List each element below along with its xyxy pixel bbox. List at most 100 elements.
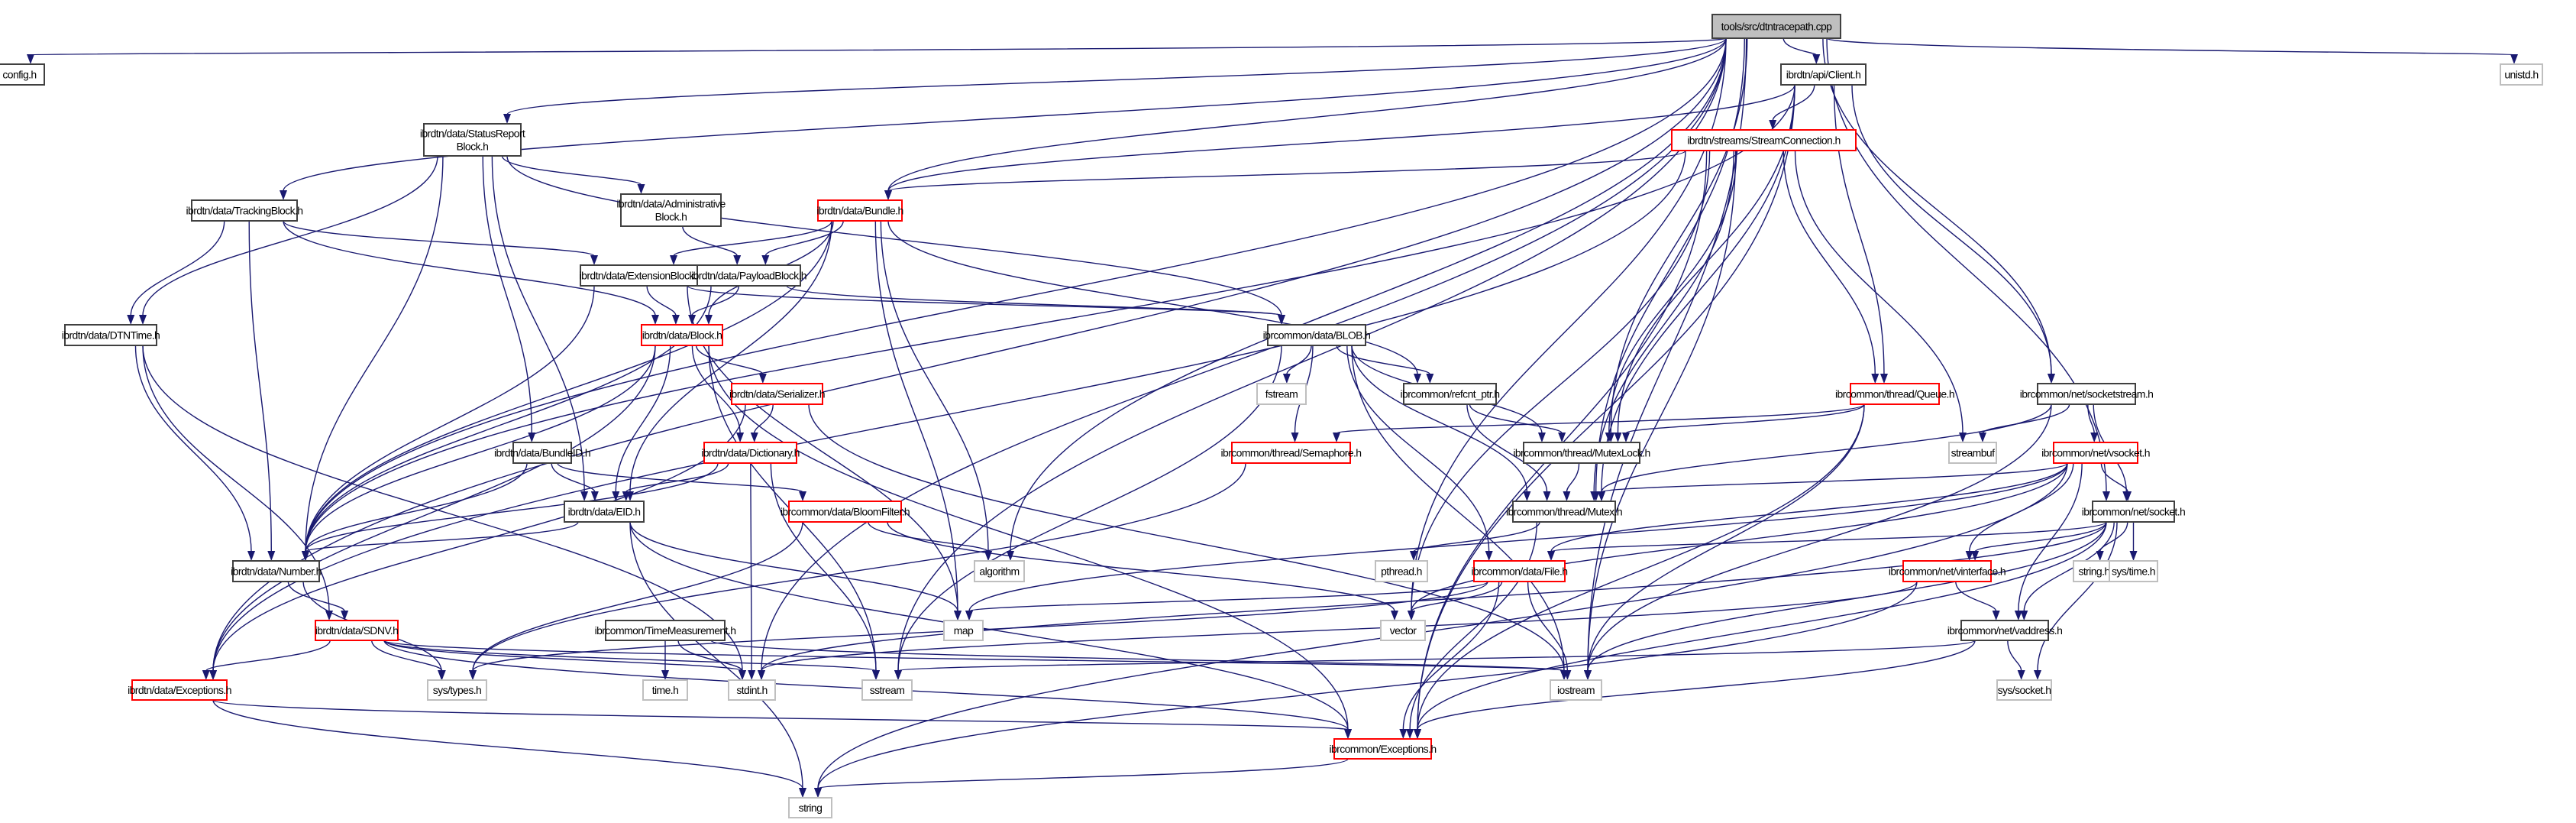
edge-file-to-commonexc bbox=[1402, 581, 1500, 731]
node-label: ibrcommon/thread/Queue.h bbox=[1835, 388, 1954, 400]
graph-node-client[interactable]: ibrdtn/api/Client.h bbox=[1780, 63, 1867, 86]
edge-timemeas-to-stdint bbox=[677, 640, 743, 672]
edge-client-to-bundle bbox=[887, 84, 1795, 192]
graph-node-extblock[interactable]: ibrdtn/data/ExtensionBlock.h bbox=[580, 264, 703, 287]
node-box bbox=[2092, 501, 2175, 523]
graph-node-dictionary[interactable]: ibrdtn/data/Dictionary.h bbox=[701, 442, 800, 464]
graph-node-number[interactable]: ibrdtn/data/Number.h bbox=[231, 560, 322, 582]
arrowhead-icon bbox=[1965, 551, 1973, 561]
edge-block-to-number bbox=[305, 345, 656, 552]
edge-bundleid-to-eid bbox=[551, 462, 596, 493]
graph-node-dtntime[interactable]: ibrdtn/data/DTNTime.h bbox=[62, 324, 160, 346]
node-box bbox=[1256, 383, 1307, 405]
graph-node-bundle[interactable]: ibrdtn/data/Bundle.h bbox=[816, 199, 903, 222]
graph-node-socketstream[interactable]: ibrcommon/net/socketstream.h bbox=[2020, 383, 2154, 405]
node-box bbox=[1550, 679, 1602, 701]
graph-node-sdnv[interactable]: ibrdtn/data/SDNV.h bbox=[315, 620, 399, 641]
graph-node-serializer[interactable]: ibrdtn/data/Serializer.h bbox=[729, 383, 826, 405]
graph-node-payload[interactable]: ibrdtn/data/PayloadBlock.h bbox=[691, 264, 807, 287]
arrowhead-icon bbox=[1622, 433, 1630, 442]
arrowhead-icon bbox=[661, 670, 669, 680]
edge-bundleid-to-number bbox=[305, 462, 528, 552]
graph-node-queue[interactable]: ibrcommon/thread/Queue.h bbox=[1835, 383, 1955, 405]
edge-streamconn-to-mutex bbox=[1593, 150, 1734, 493]
edge-vinterface-to-string bbox=[817, 581, 1918, 789]
edge-statusreport-to-number bbox=[305, 155, 444, 552]
edge-vsocket-to-map bbox=[968, 462, 2068, 612]
edge-tracking-to-number bbox=[248, 220, 272, 552]
node-label: sys/socket.h bbox=[1998, 684, 2051, 696]
edge-bloom-to-vector bbox=[887, 521, 1395, 612]
node-label: Block.h bbox=[457, 141, 489, 153]
edge-streamconn-to-queue bbox=[1783, 150, 1876, 375]
arrowhead-icon bbox=[704, 315, 713, 325]
node-label: unistd.h bbox=[2504, 69, 2538, 81]
graph-node-tracking[interactable]: ibrdtn/data/TrackingBlock.h bbox=[186, 199, 303, 222]
graph-node-semaphore[interactable]: ibrcommon/thread/Semaphore.h bbox=[1221, 442, 1362, 464]
edge-vsocket-to-vinterface bbox=[1968, 462, 2074, 552]
graph-node-sstream: sstream bbox=[861, 679, 913, 701]
graph-node-commonexc[interactable]: ibrcommon/Exceptions.h bbox=[1329, 738, 1437, 760]
graph-node-bloom[interactable]: ibrcommon/data/BloomFilter.h bbox=[781, 501, 910, 523]
node-box bbox=[943, 620, 984, 641]
graph-node-block[interactable]: ibrdtn/data/Block.h bbox=[641, 324, 723, 346]
edge-dataexc-to-commonexc bbox=[212, 699, 1349, 731]
arrowhead-icon bbox=[1291, 433, 1299, 442]
arrowhead-icon bbox=[2510, 54, 2518, 64]
graph-node-mutexlock[interactable]: ibrcommon/thread/MutexLock.h bbox=[1513, 442, 1650, 464]
arrowhead-icon bbox=[1605, 433, 1613, 442]
edge-root-to-dataexc bbox=[212, 37, 1727, 672]
edge-eid-to-number bbox=[305, 521, 579, 552]
graph-node-vaddress[interactable]: ibrcommon/net/vaddress.h bbox=[1947, 620, 2063, 641]
graph-node-file[interactable]: ibrcommon/data/File.h bbox=[1472, 560, 1568, 582]
graph-node-root[interactable]: tools/src/dtntracepath.cpp bbox=[1711, 14, 1841, 39]
graph-node-iostream: iostream bbox=[1550, 679, 1602, 701]
arrowhead-icon bbox=[202, 670, 210, 680]
node-box bbox=[642, 679, 688, 701]
arrowhead-icon bbox=[733, 255, 742, 265]
node-box bbox=[731, 383, 823, 405]
edge-eid-to-map bbox=[629, 521, 958, 612]
edge-blob-to-fstream bbox=[1286, 345, 1312, 375]
arrowhead-icon bbox=[954, 611, 962, 620]
node-box bbox=[697, 264, 801, 287]
graph-node-socket[interactable]: ibrcommon/net/socket.h bbox=[2082, 501, 2186, 523]
graph-node-blob[interactable]: ibrcommon/data/BLOB.h bbox=[1263, 324, 1371, 346]
edge-timemeas-to-iostream bbox=[710, 640, 1565, 672]
edge-mutexlock-to-mutex bbox=[1566, 462, 1580, 493]
graph-node-mutex[interactable]: ibrcommon/thread/Mutex.h bbox=[1506, 501, 1623, 523]
arrowhead-icon bbox=[139, 315, 147, 325]
graph-node-vinterface[interactable]: ibrcommon/net/vinterface.h bbox=[1889, 560, 2006, 582]
arrowhead-icon bbox=[1426, 374, 1434, 384]
node-label: time.h bbox=[652, 684, 679, 696]
graph-node-timemeas[interactable]: ibrcommon/TimeMeasurement.h bbox=[595, 620, 736, 641]
arrowhead-icon bbox=[1971, 551, 1980, 561]
graph-node-refcnt[interactable]: ibrcommon/refcnt_ptr.h bbox=[1401, 383, 1500, 405]
node-box bbox=[1948, 442, 1997, 464]
graph-node-pthread: pthread.h bbox=[1375, 560, 1428, 582]
edge-dictionary-to-number bbox=[305, 462, 719, 552]
edge-socket-to-vaddress bbox=[2023, 521, 2115, 612]
edge-sdnv-to-sstream bbox=[383, 640, 877, 672]
node-box bbox=[1850, 383, 1940, 405]
arrowhead-icon bbox=[814, 788, 822, 798]
edge-statusreport-to-blob bbox=[506, 155, 1282, 316]
graph-node-eid[interactable]: ibrdtn/data/EID.h bbox=[564, 501, 645, 523]
edge-socket-to-vinterface bbox=[1974, 521, 2107, 552]
graph-node-dataexc[interactable]: ibrdtn/data/Exceptions.h bbox=[128, 679, 232, 701]
edge-extblock-to-number bbox=[305, 285, 595, 552]
node-label: algorithm bbox=[979, 565, 1019, 578]
node-box bbox=[1671, 129, 1857, 151]
graph-node-vsocket[interactable]: ibrcommon/net/vsocket.h bbox=[2041, 442, 2151, 464]
graph-node-bundleid[interactable]: ibrdtn/data/BundleID.h bbox=[494, 442, 591, 464]
edge-sdnv-to-systypes bbox=[371, 640, 443, 672]
node-box bbox=[974, 560, 1025, 582]
node-label: ibrdtn/data/EID.h bbox=[568, 506, 641, 518]
arrowhead-icon bbox=[127, 315, 135, 325]
graph-node-config[interactable]: config.h bbox=[0, 63, 45, 86]
arrowhead-icon bbox=[651, 315, 659, 325]
graph-node-syssocket: sys/socket.h bbox=[1996, 679, 2052, 701]
graph-node-streamconn[interactable]: ibrdtn/streams/StreamConnection.h bbox=[1671, 129, 1857, 151]
